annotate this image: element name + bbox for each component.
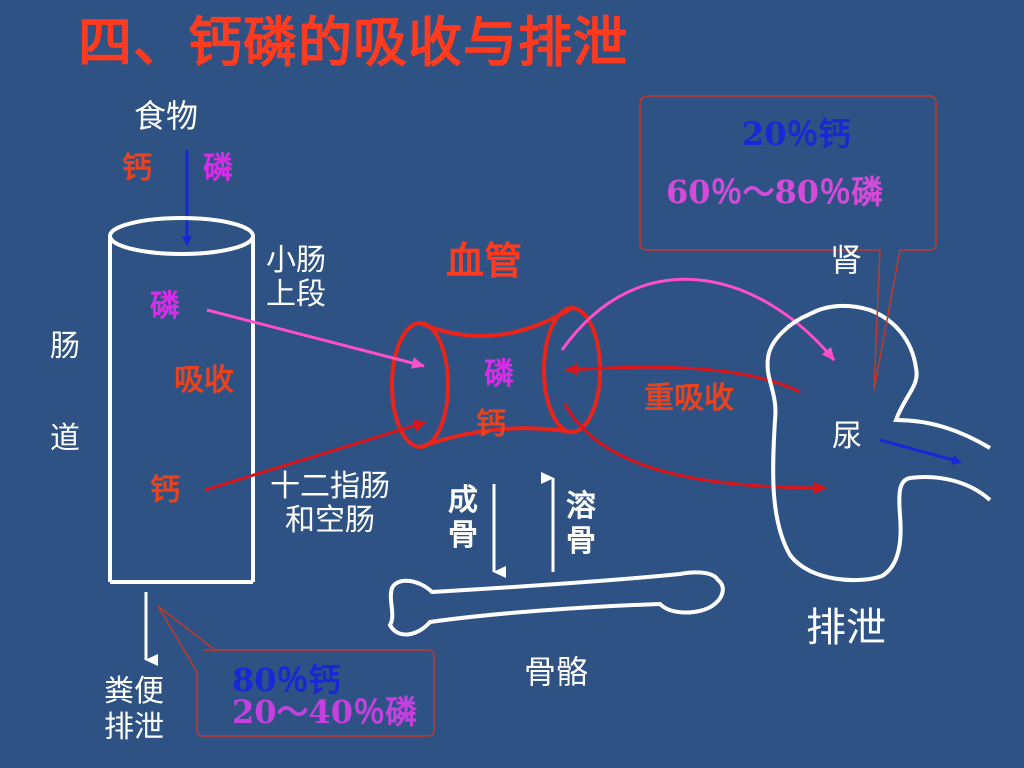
bone-formation-line2: 骨 (448, 517, 478, 553)
vessel-calcium-label: 钙 (476, 407, 506, 442)
blood-vessel (390, 306, 602, 449)
intestine-phosphorus-label: 磷 (150, 289, 180, 324)
calcium-to-kidney-arrow (563, 403, 827, 494)
kidney-callout-box (639, 95, 937, 391)
phosphorus-to-kidney-arrow (560, 277, 836, 361)
feces-callout-box (157, 605, 435, 737)
calcium-absorption-arrow (204, 419, 427, 492)
food-phosphorus-label: 磷 (203, 151, 233, 186)
absorption-label: 吸收 (174, 363, 234, 398)
phosphorus-absorption-arrow (206, 308, 425, 369)
bone-formation-label: 成 骨 (448, 483, 478, 553)
bone-resorption-line2: 骨 (566, 523, 596, 559)
duodenum-jejunum-label: 十二指肠 和空肠 (270, 470, 390, 537)
kidney-shape (765, 303, 992, 583)
intestine-label-line2: 道 (50, 421, 80, 456)
feces-label: 粪便 排泄 (104, 674, 164, 746)
upper-small-intestine-line2: 上段 (266, 276, 326, 312)
upper-small-intestine-label: 小肠 上段 (266, 244, 326, 311)
upper-small-intestine-line1: 小肠 (266, 243, 326, 278)
vessel-phosphorus-label: 磷 (484, 357, 514, 392)
kidney-callout-calcium: 20％钙 (742, 115, 851, 153)
duodenum-line2: 和空肠 (285, 502, 375, 538)
intestine-label-line1: 肠 (50, 329, 80, 364)
duodenum-line1: 十二指肠 (270, 469, 390, 504)
feces-callout-phosphorus: 20～40％磷 (232, 693, 418, 731)
feces-label-line2: 排泄 (104, 710, 164, 745)
skeleton-label: 骨骼 (524, 653, 589, 691)
bone-shape (387, 570, 725, 637)
bone-formation-line1: 成 (448, 483, 478, 518)
reabsorption-label: 重吸收 (644, 381, 734, 416)
intestine-cylinder (108, 216, 255, 584)
excretion-label: 排泄 (806, 605, 886, 651)
page-title: 四、钙磷的吸收与排泄 (78, 11, 628, 74)
blood-vessel-label: 血管 (446, 239, 523, 283)
kidney-label: 肾 (830, 241, 863, 279)
bone-resorption-line1: 溶 (566, 489, 596, 524)
food-calcium-label: 钙 (122, 151, 152, 186)
urine-arrow (879, 438, 962, 465)
food-label: 食物 (134, 97, 199, 135)
intestine-calcium-label: 钙 (150, 473, 180, 508)
feces-callout-calcium: 80％钙 (232, 661, 341, 699)
feces-label-line1: 粪便 (104, 674, 164, 709)
bone-resorption-label: 溶 骨 (566, 489, 596, 559)
kidney-callout-phosphorus: 60％～80％磷 (666, 173, 884, 211)
reabsorption-arrow (565, 363, 801, 394)
urine-label: 尿 (832, 419, 862, 454)
